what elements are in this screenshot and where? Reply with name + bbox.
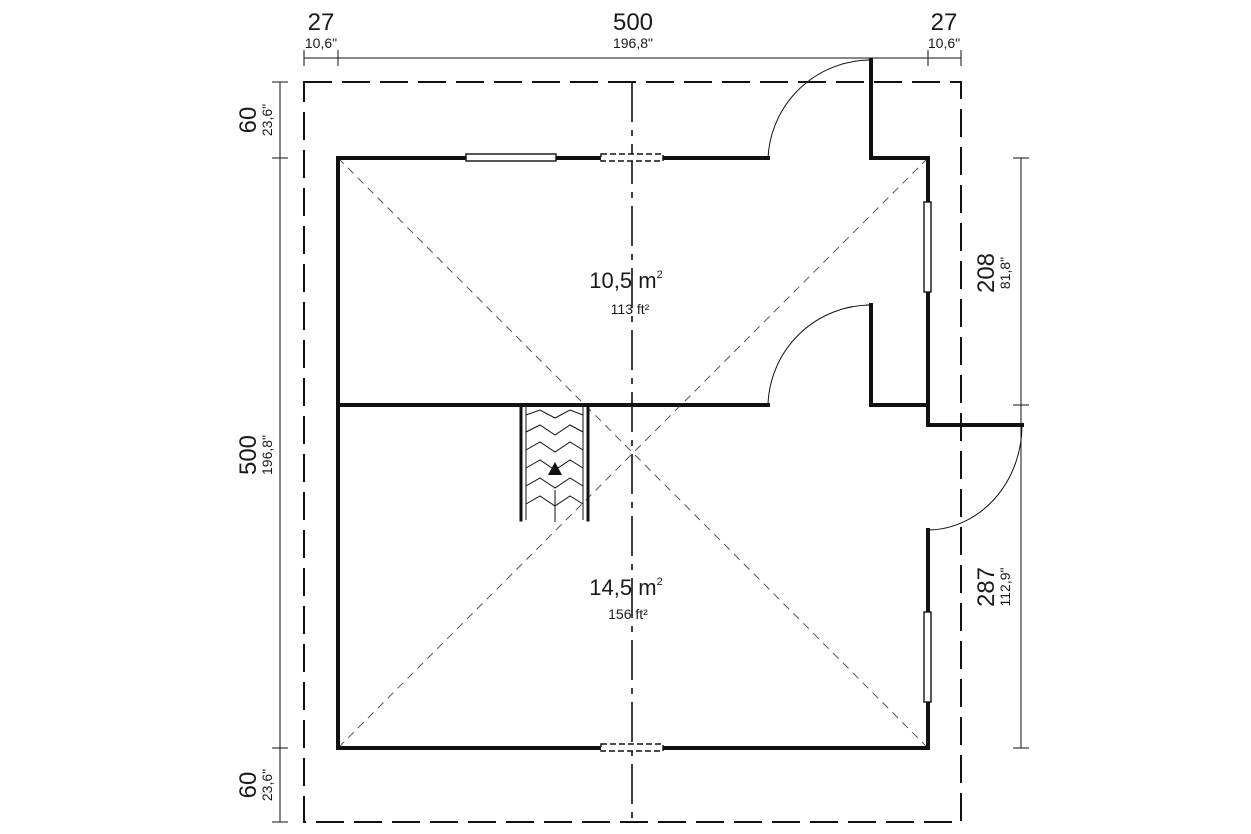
dim-top-left-in: 10,6" (305, 35, 337, 51)
door-swing (767, 304, 872, 406)
room-area-imperial: 156 ft² (608, 606, 648, 622)
dim-top-left-cm: 27 (308, 9, 335, 36)
room-area: 14,5 m (589, 575, 656, 600)
dim-left-top-in: 23,6" (259, 104, 275, 136)
dim-top-center-in: 196,8" (613, 35, 653, 51)
dim-left-bottom-in: 23,6" (259, 769, 275, 801)
dim-top-right-cm: 27 (931, 9, 958, 36)
window (600, 153, 664, 162)
stair-arrow-icon (548, 462, 562, 475)
right-dimension: 208 81,8" 287 112,9" (973, 157, 1029, 749)
room-area-sup: 2 (657, 269, 663, 281)
door-swing (927, 424, 1023, 531)
window (923, 611, 932, 703)
dim-right-upper-cm: 208 (973, 253, 1000, 293)
svg-text:10,5 m2: 10,5 m2 (589, 268, 662, 293)
dim-right-lower-cm: 287 (973, 567, 1000, 607)
dim-left-center-in: 196,8" (259, 435, 275, 475)
window (465, 153, 557, 162)
dim-right-lower-in: 112,9" (997, 567, 1013, 606)
dim-left-top-cm: 60 (235, 107, 262, 134)
top-dimension: 27 10,6" 500 196,8" 27 10,6" (303, 9, 962, 66)
doors (767, 59, 1023, 531)
dim-right-upper-in: 81,8" (997, 257, 1013, 289)
window (923, 201, 932, 293)
diagonal-line (337, 157, 929, 749)
room-area-imperial: 113 ft² (611, 301, 650, 317)
window (600, 743, 664, 752)
staircase (519, 403, 590, 522)
diagonal-line (337, 157, 929, 749)
svg-text:14,5 m2: 14,5 m2 (589, 575, 662, 600)
dim-top-right-in: 10,6" (928, 35, 960, 51)
left-dimension: 60 23,6" 500 196,8" 60 23,6" (235, 81, 288, 823)
room-area-sup: 2 (657, 576, 663, 588)
dim-left-center-cm: 500 (235, 435, 262, 475)
room-area: 10,5 m (589, 268, 656, 293)
windows (465, 153, 932, 752)
dim-left-bottom-cm: 60 (235, 772, 262, 799)
room-label-upper: 10,5 m2 113 ft² (589, 268, 662, 317)
door-swing (767, 59, 872, 159)
room-label-lower: 14,5 m2 156 ft² (589, 575, 662, 622)
dim-top-center-cm: 500 (613, 9, 653, 36)
